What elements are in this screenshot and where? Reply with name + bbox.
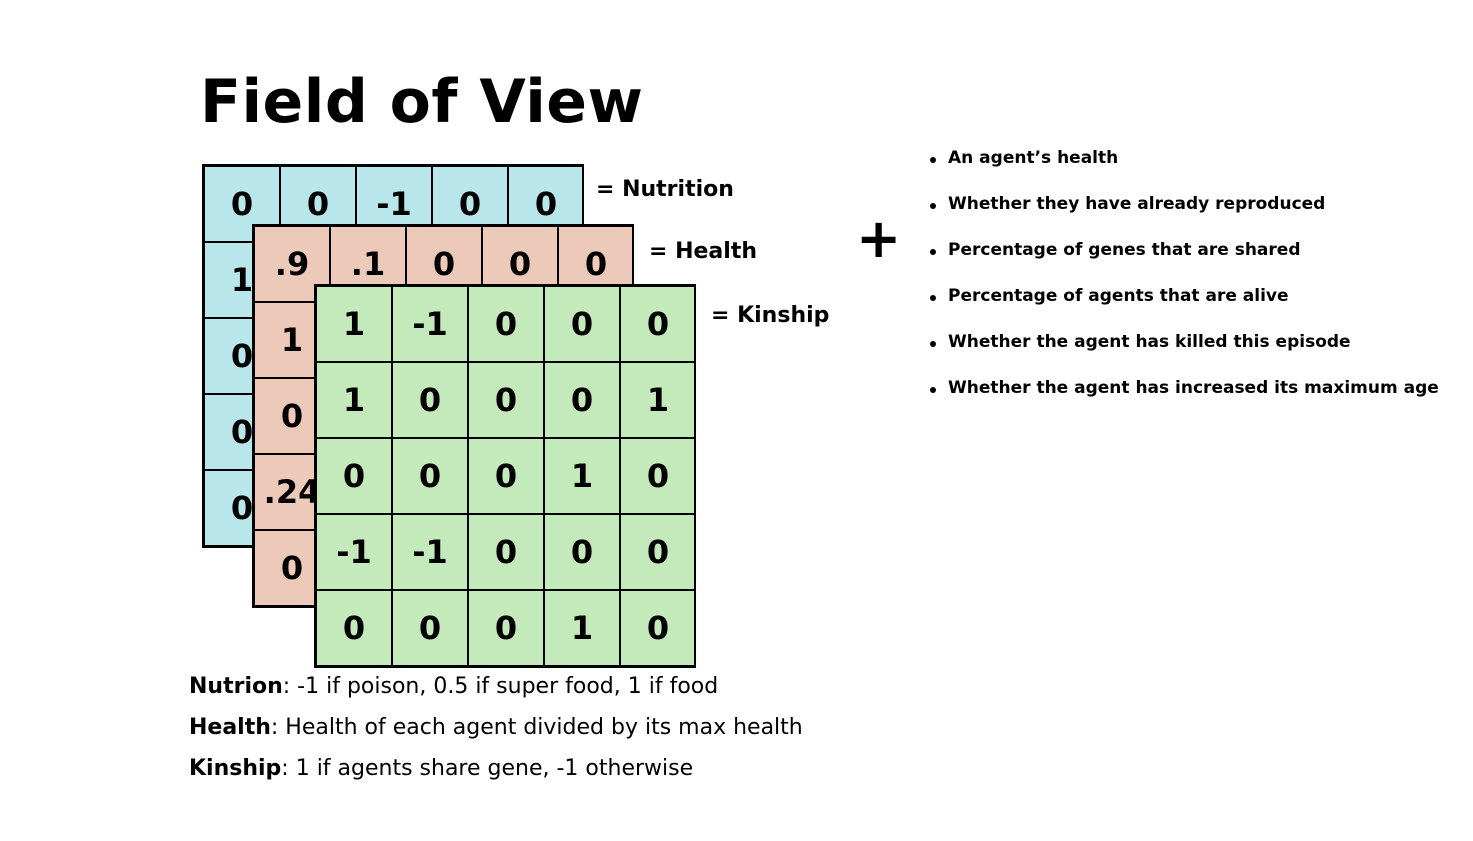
bullet-icon: [930, 295, 936, 301]
kinship-cell: -1: [392, 514, 468, 590]
bullet-icon: [930, 249, 936, 255]
feature-item: An agent’s health: [930, 148, 1439, 194]
kinship-cell: 0: [468, 362, 544, 438]
kinship-cell: 0: [468, 514, 544, 590]
feature-item: Percentage of genes that are shared: [930, 240, 1439, 286]
kinship-cell: 0: [316, 590, 392, 666]
feature-text: Percentage of genes that are shared: [948, 240, 1301, 260]
feature-text: Whether the agent has killed this episod…: [948, 332, 1351, 352]
page-title: Field of View: [200, 67, 644, 137]
kinship-layer-label: = Kinship: [711, 303, 830, 328]
feature-item: Percentage of agents that are alive: [930, 286, 1439, 332]
legend-term: Nutrion: [189, 674, 283, 699]
kinship-cell: 0: [392, 590, 468, 666]
nutrition-cell: 0: [204, 166, 280, 242]
kinship-cell: 1: [620, 362, 696, 438]
feature-text: Percentage of agents that are alive: [948, 286, 1289, 306]
kinship-cell: 0: [468, 590, 544, 666]
legend-term: Health: [189, 715, 271, 740]
kinship-cell: 0: [468, 438, 544, 514]
kinship-cell: 0: [544, 286, 620, 362]
legend-description: : -1 if poison, 0.5 if super food, 1 if …: [282, 674, 719, 699]
plus-icon: +: [856, 207, 902, 270]
feature-item: Whether they have already reproduced: [930, 194, 1439, 240]
legend-term: Kinship: [189, 756, 282, 781]
legend-item-health: Health: Health of each agent divided by …: [189, 715, 803, 756]
kinship-cell: 0: [392, 438, 468, 514]
legend-description: : Health of each agent divided by its ma…: [270, 715, 803, 740]
kinship-cell: -1: [316, 514, 392, 590]
kinship-cell: 0: [620, 514, 696, 590]
kinship-cell: 0: [620, 590, 696, 666]
legend-item-nutrition: Nutrion: -1 if poison, 0.5 if super food…: [189, 674, 803, 715]
health-layer-label: = Health: [649, 239, 757, 264]
bullet-icon: [930, 157, 936, 163]
feature-text: Whether they have already reproduced: [948, 194, 1326, 214]
health-cell: .24: [254, 454, 330, 530]
kinship-cell: 0: [544, 362, 620, 438]
kinship-cell: 1: [316, 286, 392, 362]
kinship-cell: 0: [468, 286, 544, 362]
kinship-cell: -1: [392, 286, 468, 362]
kinship-cell: 0: [316, 438, 392, 514]
legend-item-kinship: Kinship: 1 if agents share gene, -1 othe…: [189, 756, 803, 797]
bullet-icon: [930, 341, 936, 347]
kinship-cell: 1: [544, 438, 620, 514]
kinship-cell: 1: [544, 590, 620, 666]
kinship-cell: 0: [392, 362, 468, 438]
legend-description: : 1 if agents share gene, -1 otherwise: [281, 756, 694, 781]
kinship-cell: 0: [620, 286, 696, 362]
kinship-cell: 0: [620, 438, 696, 514]
kinship-cell: 1: [316, 362, 392, 438]
health-cell: .1: [330, 226, 406, 302]
legend: Nutrion: -1 if poison, 0.5 if super food…: [189, 674, 803, 797]
bullet-icon: [930, 387, 936, 393]
nutrition-layer-label: = Nutrition: [596, 177, 734, 202]
feature-item: Whether the agent has increased its maxi…: [930, 378, 1439, 424]
bullet-icon: [930, 203, 936, 209]
kinship-cell: 0: [544, 514, 620, 590]
feature-text: An agent’s health: [948, 148, 1119, 168]
health-cell: .9: [254, 226, 330, 302]
feature-item: Whether the agent has killed this episod…: [930, 332, 1439, 378]
feature-text: Whether the agent has increased its maxi…: [948, 378, 1439, 398]
